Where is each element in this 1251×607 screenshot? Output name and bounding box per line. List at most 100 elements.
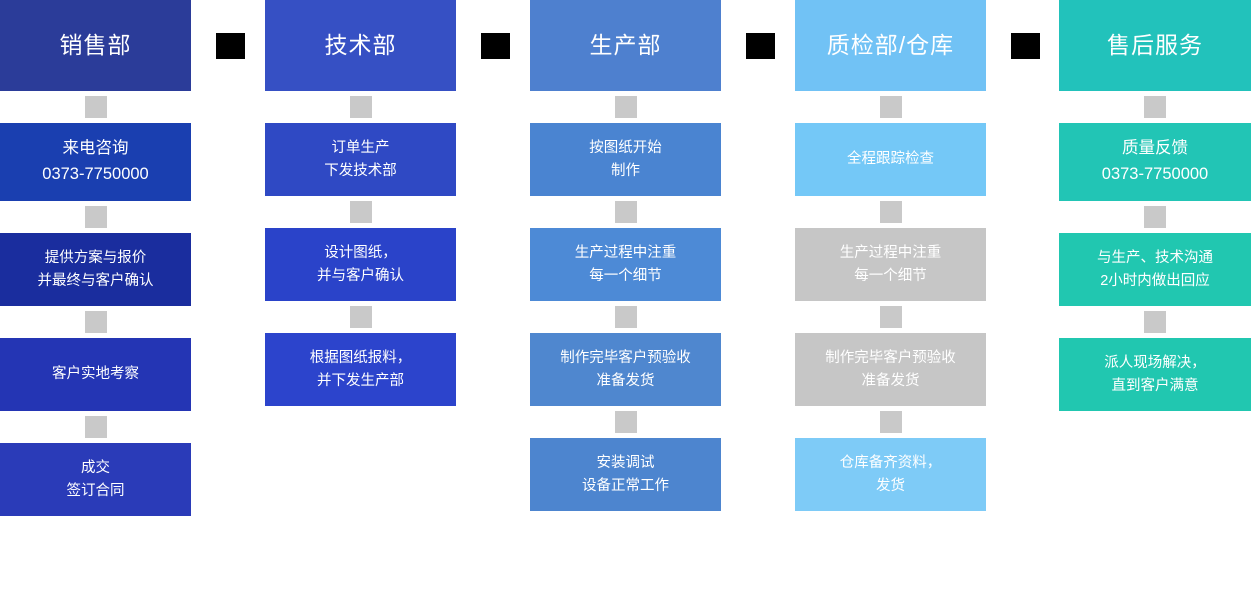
step-text-line: 派人现场解决， bbox=[1104, 355, 1206, 372]
connector-square-production-1 bbox=[530, 196, 721, 228]
connector-square-qc-warehouse-0 bbox=[795, 91, 986, 123]
step-text-line: 发货 bbox=[876, 477, 905, 494]
connector-square-technology-1 bbox=[265, 196, 456, 228]
header-label: 技术部 bbox=[324, 31, 397, 58]
connector-marker bbox=[349, 96, 372, 118]
step-text-line: 仓库备齐资料， bbox=[839, 455, 942, 472]
step-card-after-sales-1[interactable]: 与生产、技术沟通 2小时内做出回应 bbox=[1059, 233, 1251, 306]
connector-marker bbox=[84, 416, 107, 438]
connector-square-after-sales-0 bbox=[1059, 91, 1251, 123]
step-text-line: 每一个细节 bbox=[854, 267, 927, 284]
step-text-line: 签订合同 bbox=[66, 482, 125, 499]
header-card-production[interactable]: 生产部 bbox=[530, 0, 721, 91]
connector-square-sales-2 bbox=[0, 306, 191, 338]
connector-square-technology-0 bbox=[265, 91, 456, 123]
step-card-technology-1[interactable]: 设计图纸， 并与客户确认 bbox=[265, 228, 456, 301]
step-text-line: 客户实地考察 bbox=[52, 366, 139, 383]
connector-marker bbox=[614, 201, 637, 223]
step-text-line: 按图纸开始 bbox=[589, 140, 662, 157]
connector-marker bbox=[879, 306, 902, 328]
step-text-line: 订单生产 bbox=[331, 140, 390, 157]
step-text-line: 下发技术部 bbox=[324, 162, 397, 179]
step-card-sales-1[interactable]: 提供方案与报价并最终与客户确认 bbox=[0, 233, 191, 306]
header-label: 生产部 bbox=[589, 31, 662, 58]
step-card-production-2[interactable]: 制作完毕客户预验收准备发货 bbox=[530, 333, 721, 406]
step-text-line: 设备正常工作 bbox=[582, 477, 669, 494]
connector-square-technology-2 bbox=[265, 301, 456, 333]
step-text-line: 准备发货 bbox=[596, 372, 655, 389]
step-card-production-3[interactable]: 安装调试设备正常工作 bbox=[530, 438, 721, 511]
step-card-qc-warehouse-0[interactable]: 全程跟踪检查 bbox=[795, 123, 986, 196]
connector-square-production-0 bbox=[530, 91, 721, 123]
column-qc-warehouse: 质检部/仓库全程跟踪检查生产过程中注重每一个细节制作完毕客户预验收准备发货仓库备… bbox=[795, 0, 986, 511]
connector-square-after-sales-1 bbox=[1059, 201, 1251, 233]
step-card-sales-3[interactable]: 成交签订合同 bbox=[0, 443, 191, 516]
step-card-technology-2[interactable]: 根据图纸报料， 并下发生产部 bbox=[265, 333, 456, 406]
connector-marker bbox=[614, 306, 637, 328]
step-text-line: 与生产、技术沟通 bbox=[1097, 250, 1213, 267]
connector-square-qc-warehouse-3 bbox=[795, 406, 986, 438]
step-text-line: 准备发货 bbox=[861, 372, 920, 389]
header-card-after-sales[interactable]: 售后服务 bbox=[1059, 0, 1251, 91]
connector-marker bbox=[1144, 311, 1166, 333]
step-card-qc-warehouse-2[interactable]: 制作完毕客户预验收准备发货 bbox=[795, 333, 986, 406]
column-technology: 技术部订单生产下发技术部设计图纸， 并与客户确认根据图纸报料， 并下发生产部 bbox=[265, 0, 456, 406]
step-text-line: 成交 bbox=[81, 460, 110, 477]
connector-square-sales-1 bbox=[0, 201, 191, 233]
arrow-connector-production-to-qc-warehouse bbox=[746, 33, 775, 59]
step-text-line: 并与客户确认 bbox=[317, 267, 404, 284]
step-text-line: 提供方案与报价 bbox=[44, 250, 147, 267]
connector-marker bbox=[879, 96, 902, 118]
connector-marker bbox=[614, 411, 637, 433]
connector-marker bbox=[349, 201, 372, 223]
connector-square-sales-0 bbox=[0, 91, 191, 123]
connector-square-qc-warehouse-2 bbox=[795, 301, 986, 333]
step-text-line: 2小时内做出回应 bbox=[1100, 272, 1210, 289]
connector-marker bbox=[879, 201, 902, 223]
step-text-line: 设计图纸， bbox=[324, 245, 397, 262]
step-text-line: 生产过程中注重 bbox=[574, 245, 677, 262]
step-text-line: 并下发生产部 bbox=[317, 372, 404, 389]
step-card-production-1[interactable]: 生产过程中注重每一个细节 bbox=[530, 228, 721, 301]
step-card-after-sales-2[interactable]: 派人现场解决， 直到客户满意 bbox=[1059, 338, 1251, 411]
connector-marker bbox=[1144, 206, 1166, 228]
header-label: 质检部/仓库 bbox=[826, 31, 955, 58]
step-text-line: 直到客户满意 bbox=[1111, 377, 1199, 394]
step-text-line: 并最终与客户确认 bbox=[37, 272, 154, 289]
column-production: 生产部按图纸开始制作生产过程中注重每一个细节制作完毕客户预验收准备发货安装调试设… bbox=[530, 0, 721, 511]
step-card-qc-warehouse-1[interactable]: 生产过程中注重每一个细节 bbox=[795, 228, 986, 301]
step-text-line: 质量反馈 bbox=[1122, 139, 1188, 158]
header-card-technology[interactable]: 技术部 bbox=[265, 0, 456, 91]
connector-marker bbox=[84, 311, 107, 333]
connector-square-qc-warehouse-1 bbox=[795, 196, 986, 228]
connector-square-production-3 bbox=[530, 406, 721, 438]
connector-marker bbox=[1144, 96, 1166, 118]
step-text-line: 0373-7750000 bbox=[42, 165, 149, 183]
step-text-line: 全程跟踪检查 bbox=[847, 151, 934, 168]
header-card-sales[interactable]: 销售部 bbox=[0, 0, 191, 91]
arrow-connector-sales-to-technology bbox=[216, 33, 245, 59]
step-card-qc-warehouse-3[interactable]: 仓库备齐资料， 发货 bbox=[795, 438, 986, 511]
step-text-line: 每一个细节 bbox=[589, 267, 662, 284]
step-card-sales-2[interactable]: 客户实地考察 bbox=[0, 338, 191, 411]
step-text-line: 安装调试 bbox=[596, 455, 655, 472]
step-card-technology-0[interactable]: 订单生产下发技术部 bbox=[265, 123, 456, 196]
connector-square-after-sales-2 bbox=[1059, 306, 1251, 338]
step-card-after-sales-0[interactable]: 质量反馈 0373-7750000 bbox=[1059, 123, 1251, 201]
step-text-line: 制作完毕客户预验收 bbox=[825, 350, 956, 367]
header-label: 售后服务 bbox=[1107, 31, 1203, 58]
connector-square-sales-3 bbox=[0, 411, 191, 443]
header-card-qc-warehouse[interactable]: 质检部/仓库 bbox=[795, 0, 986, 91]
step-card-production-0[interactable]: 按图纸开始制作 bbox=[530, 123, 721, 196]
connector-marker bbox=[614, 96, 637, 118]
connector-square-production-2 bbox=[530, 301, 721, 333]
connector-marker bbox=[84, 96, 107, 118]
arrow-connector-qc-warehouse-to-after-sales bbox=[1011, 33, 1040, 59]
step-text-line: 0373-7750000 bbox=[1101, 165, 1209, 183]
header-label: 销售部 bbox=[59, 31, 132, 58]
step-text-line: 根据图纸报料， bbox=[309, 350, 412, 367]
step-text-line: 制作完毕客户预验收 bbox=[560, 350, 691, 367]
